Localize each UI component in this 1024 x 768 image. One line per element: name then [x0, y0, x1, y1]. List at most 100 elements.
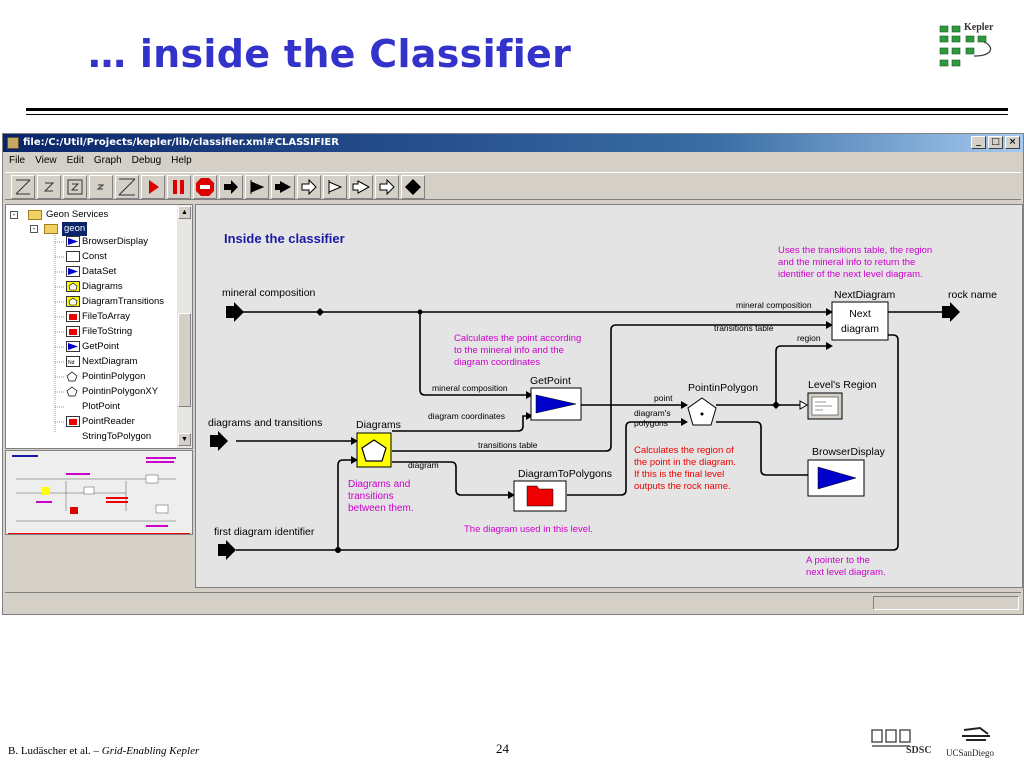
zoom-in-button[interactable]	[37, 175, 61, 199]
add-output-multiport-button[interactable]	[349, 175, 373, 199]
tree-item-pointinpolygonxy[interactable]: PointinPolygonXY	[66, 385, 176, 399]
menu-edit[interactable]: Edit	[66, 155, 84, 166]
svg-text:next level diagram.: next level diagram.	[806, 567, 886, 578]
relation-vertex[interactable]	[417, 309, 423, 315]
tree-item-stringtopolygon[interactable]: StringToPolygon	[66, 430, 176, 444]
add-inout-port-icon	[301, 178, 317, 196]
red-folder-icon	[526, 485, 554, 507]
menu-view[interactable]: View	[35, 155, 57, 166]
port-label: mineral composition	[222, 287, 316, 299]
close-button[interactable]: ×	[1005, 136, 1020, 149]
actor-next-diagram[interactable]: NextDiagram Next diagram mineral composi…	[714, 289, 896, 343]
actor-point-in-polygon[interactable]: PointinPolygon point diagram's polygons	[634, 382, 758, 428]
add-input-port-button[interactable]	[245, 175, 269, 199]
add-inout-multiport-button[interactable]	[375, 175, 399, 199]
tree-item-const[interactable]: Const	[66, 250, 176, 264]
svg-text:the point in the diagram.: the point in the diagram.	[634, 457, 736, 468]
add-input-multiport-button[interactable]	[323, 175, 347, 199]
actor-levels-region[interactable]: Level's Region	[799, 379, 877, 420]
tree-item-label: Diagrams	[82, 281, 123, 292]
tree-root-geon-services[interactable]: - Geon Services	[10, 208, 175, 222]
zoom-fit-button[interactable]	[63, 175, 87, 199]
annotation-diagram-used: The diagram used in this level.	[464, 524, 593, 535]
maximize-button[interactable]: □	[988, 136, 1003, 149]
add-relation-button[interactable]	[401, 175, 425, 199]
tree-item-pointinpolygon[interactable]: PointinPolygon	[66, 370, 176, 384]
add-output-multiport-icon	[352, 180, 371, 194]
blue-arrow-icon	[817, 466, 857, 490]
open-folder-icon	[44, 224, 58, 234]
relation-vertex[interactable]	[335, 547, 341, 553]
actor-diagram-to-polygons[interactable]: DiagramToPolygons	[513, 468, 612, 512]
window-title: file:/C:/Util/Projects/kepler/lib/classi…	[23, 137, 339, 148]
scroll-down-arrow[interactable]: ▼	[178, 433, 191, 446]
link-pip-to-next-region	[775, 345, 826, 405]
relation-vertex[interactable]	[316, 308, 324, 316]
actor-diagrams[interactable]: Diagrams diagram	[356, 419, 439, 470]
menu-graph[interactable]: Graph	[93, 155, 122, 166]
footer-author: B. Ludäscher et al. –	[8, 745, 100, 757]
port-rock-name[interactable]: rock name	[942, 289, 997, 322]
port-diagrams-and-transitions[interactable]: diagrams and transitions	[208, 417, 322, 451]
collapse-icon[interactable]: -	[30, 225, 38, 233]
tree-folder-label: geon	[62, 222, 88, 236]
tree-item-dataset[interactable]: DataSet	[66, 265, 176, 279]
port-label: diagram coordinates	[428, 411, 505, 421]
graph-canvas[interactable]: Inside the classifier	[195, 204, 1023, 588]
minimize-button[interactable]: _	[971, 136, 986, 149]
tree-folder-geon[interactable]: - geon	[30, 222, 170, 236]
link-first-diagram	[236, 334, 899, 551]
tree-item-label: StringToPolygon	[82, 431, 152, 442]
tree-item-filetostring[interactable]: FileToString	[66, 325, 176, 339]
port-label: transitions table	[478, 440, 538, 450]
port-label: rock name	[948, 289, 997, 301]
tree-item-diagramtransitions[interactable]: DiagramTransitions	[66, 295, 176, 309]
tree-item-pointreader[interactable]: PointReader	[66, 415, 176, 429]
tree-item-getpoint[interactable]: GetPoint	[66, 340, 176, 354]
overview-panel[interactable]	[5, 450, 193, 535]
run-button[interactable]	[141, 175, 165, 199]
tree-item-label: PointinPolygonXY	[82, 386, 159, 397]
tree-item-plotpoint[interactable]: PlotPoint	[66, 400, 176, 414]
zoom-reset-button[interactable]	[11, 175, 35, 199]
menu-debug[interactable]: Debug	[131, 155, 162, 166]
link-mineral-to-getpoint	[419, 312, 526, 396]
status-field	[873, 596, 1019, 610]
menu-help[interactable]: Help	[171, 155, 192, 166]
annotation-get-point: Calculates the point according to the mi…	[454, 333, 581, 368]
actor-browser-display[interactable]: BrowserDisplay	[807, 446, 886, 497]
port-first-diagram-identifier[interactable]: first diagram identifier	[214, 526, 315, 560]
add-output-port-button[interactable]	[271, 175, 295, 199]
tree-item-diagrams[interactable]: Diagrams	[66, 280, 176, 294]
zoom-full-button[interactable]	[115, 175, 139, 199]
zoom-out-button[interactable]	[89, 175, 113, 199]
pause-icon	[173, 180, 184, 194]
tree-item-filetoarray[interactable]: FileToArray	[66, 310, 176, 324]
stop-button[interactable]	[193, 175, 217, 199]
zoom-fit-icon	[67, 179, 83, 195]
kepler-logo-text: Kepler	[964, 22, 994, 33]
collapse-icon[interactable]: -	[10, 211, 18, 219]
blue-arrow-icon	[66, 266, 80, 277]
actor-get-point[interactable]: GetPoint mineral composition diagram coo…	[428, 375, 582, 450]
scroll-thumb[interactable]	[178, 313, 191, 407]
window-titlebar[interactable]: file:/C:/Util/Projects/kepler/lib/classi…	[3, 134, 1023, 152]
blue-arrow-icon	[66, 341, 80, 352]
menu-file[interactable]: File	[9, 155, 26, 166]
svg-text:Nd: Nd	[68, 360, 75, 366]
kepler-window: file:/C:/Util/Projects/kepler/lib/classi…	[2, 133, 1024, 615]
scroll-up-arrow[interactable]: ▲	[178, 206, 191, 219]
relation-vertex[interactable]	[772, 401, 780, 409]
svg-text:outputs the rock name.: outputs the rock name.	[634, 481, 731, 492]
tree-scrollbar[interactable]: ▲ ▼	[177, 205, 192, 448]
port-label: polygons	[634, 418, 668, 428]
add-inout-port-button[interactable]	[297, 175, 321, 199]
add-port-button[interactable]	[219, 175, 243, 199]
zoom-full-icon	[118, 178, 136, 196]
add-inout-multiport-icon	[379, 178, 395, 196]
actor-label: BrowserDisplay	[812, 446, 886, 458]
tree-item-browserdisplay[interactable]: BrowserDisplay	[66, 235, 176, 249]
port-mineral-composition[interactable]: mineral composition	[222, 287, 316, 322]
pause-button[interactable]	[167, 175, 191, 199]
